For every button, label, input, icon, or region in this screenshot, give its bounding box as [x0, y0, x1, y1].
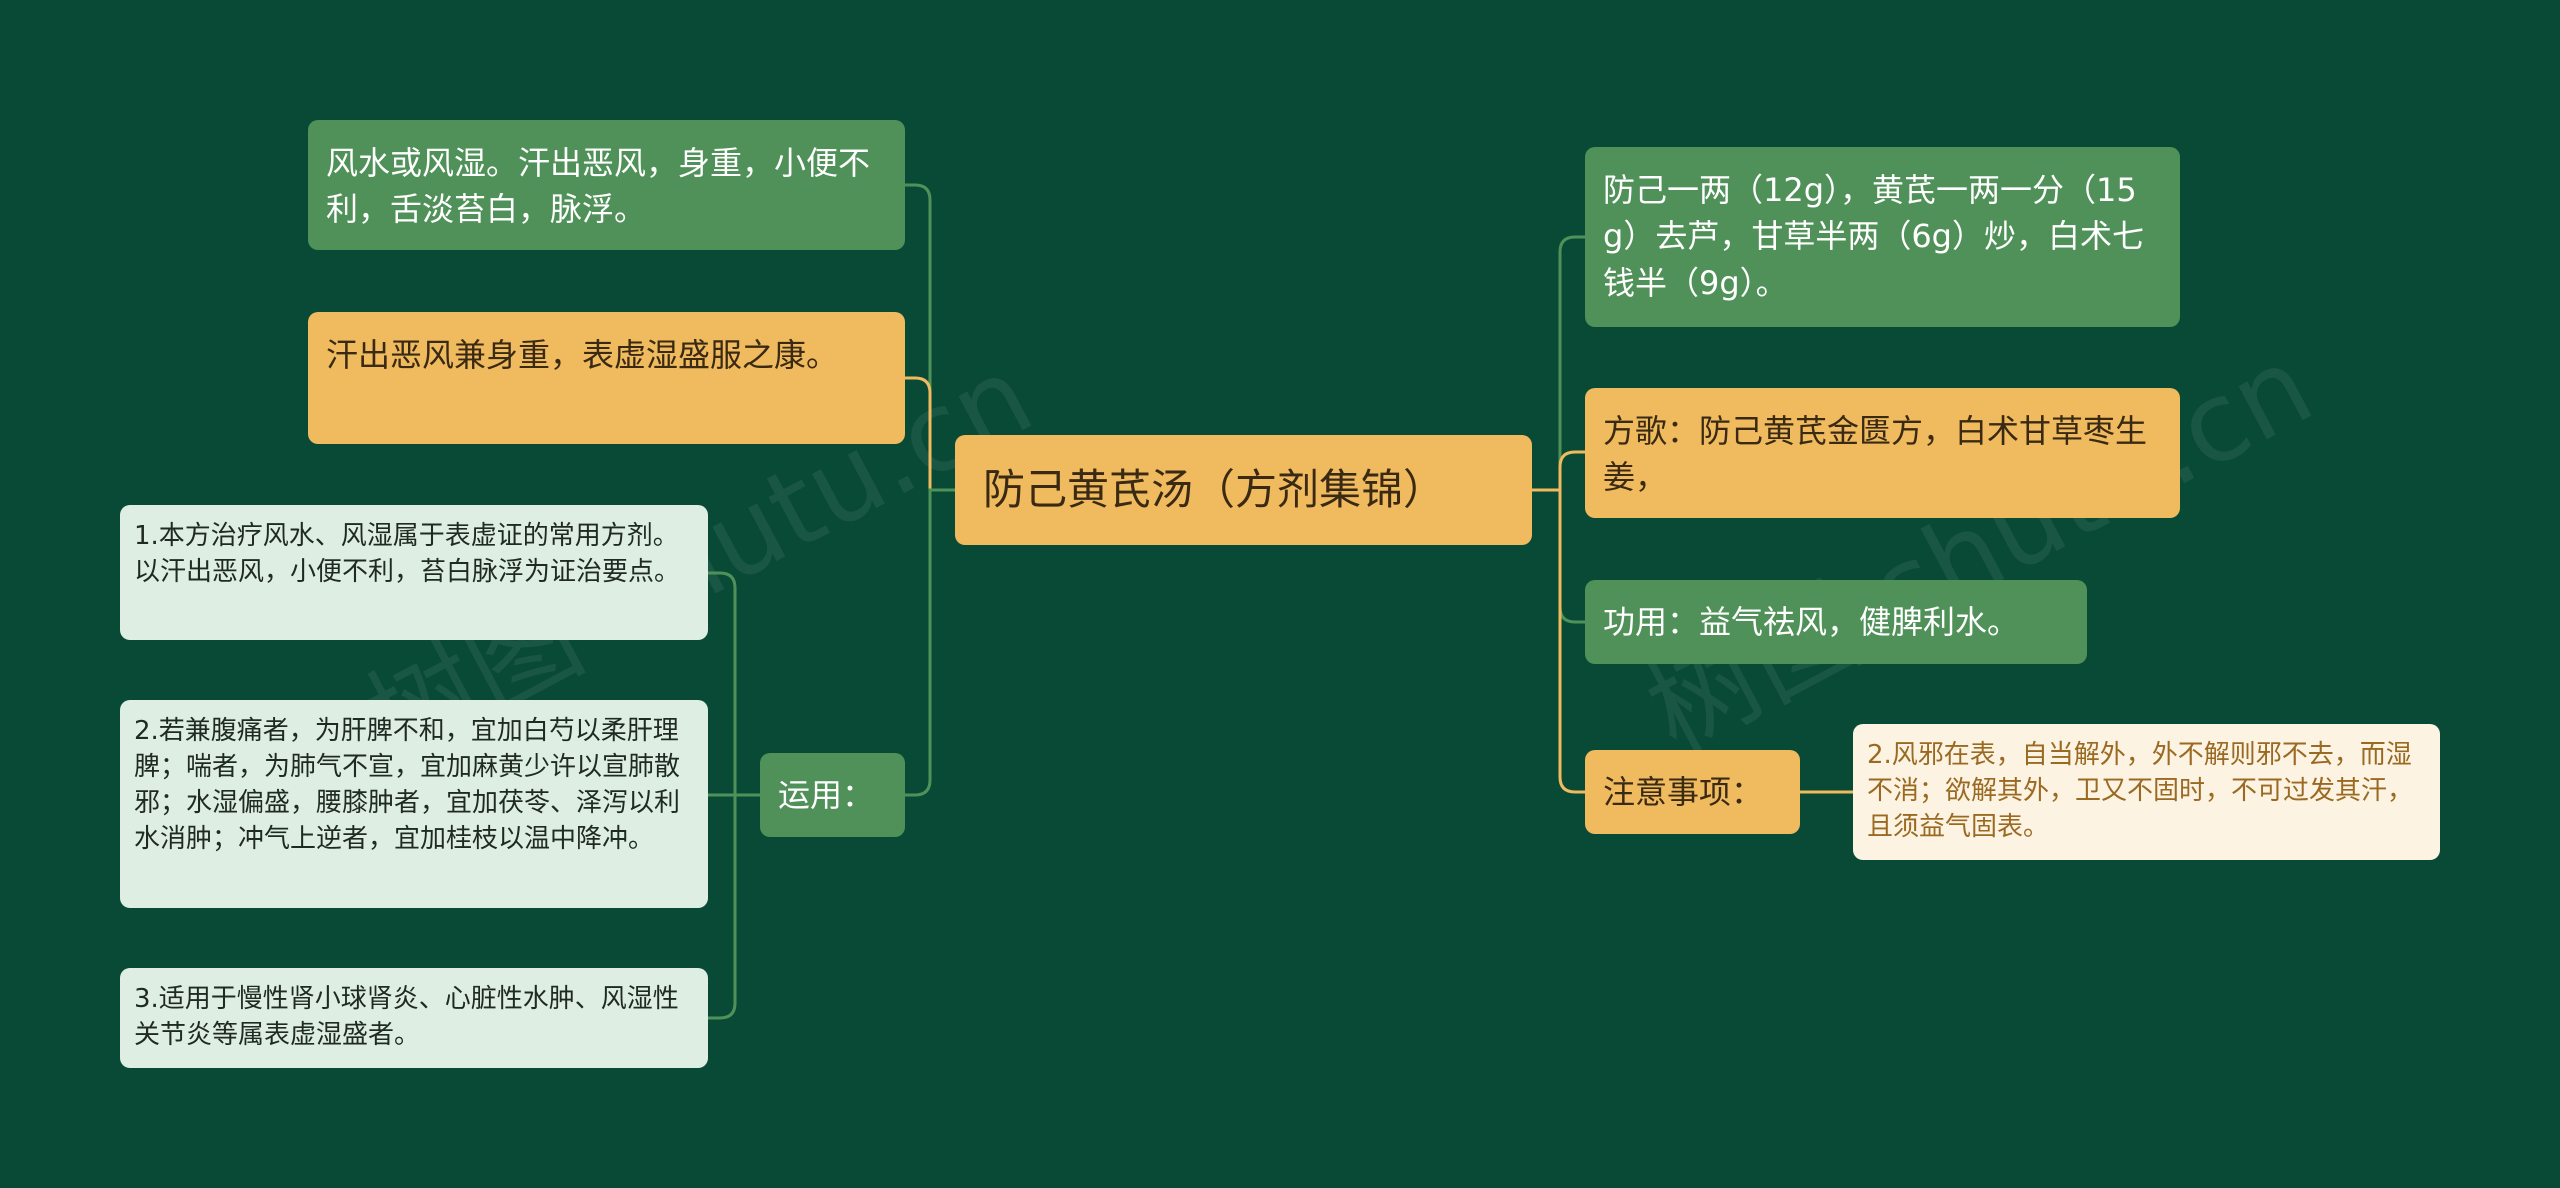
- link-root-song: [1532, 450, 1585, 492]
- link-root-notes: [1532, 488, 1585, 794]
- branch-composition[interactable]: 防己一两（12g），黄芪一两一分（15g）去芦，甘草半两（6g）炒，白术七钱半（…: [1585, 147, 2180, 327]
- link-root-indications: [905, 183, 955, 492]
- branch-function[interactable]: 功用：益气祛风，健脾利水。: [1585, 580, 2087, 664]
- link-usage-item1: [708, 571, 760, 797]
- branch-indications[interactable]: 风水或风湿。汗出恶风，身重，小便不利，舌淡苔白，脉浮。: [308, 120, 905, 250]
- link-usage-item3: [708, 793, 760, 1020]
- link-root-usage: [905, 488, 955, 797]
- notes-item[interactable]: 2.风邪在表，自当解外，外不解则邪不去，而湿不消；欲解其外，卫又不固时，不可过发…: [1853, 724, 2440, 860]
- usage-item-3[interactable]: 3.适用于慢性肾小球肾炎、心脏性水肿、风湿性关节炎等属表虚湿盛者。: [120, 968, 708, 1068]
- branch-pathogenesis[interactable]: 汗出恶风兼身重，表虚湿盛服之康。: [308, 312, 905, 444]
- link-root-pathogenesis: [905, 376, 955, 492]
- branch-notes[interactable]: 注意事项：: [1585, 750, 1800, 834]
- branch-usage[interactable]: 运用：: [760, 753, 905, 837]
- root-topic[interactable]: 防己黄芪汤（方剂集锦）: [955, 435, 1532, 545]
- branch-formula-song[interactable]: 方歌：防己黄芪金匮方，白术甘草枣生姜，: [1585, 388, 2180, 518]
- usage-item-1[interactable]: 1.本方治疗风水、风湿属于表虚证的常用方剂。以汗出恶风，小便不利，苔白脉浮为证治…: [120, 505, 708, 640]
- usage-item-2[interactable]: 2.若兼腹痛者，为肝脾不和，宜加白芍以柔肝理脾；喘者，为肺气不宣，宜加麻黄少许以…: [120, 700, 708, 908]
- link-root-composition: [1532, 235, 1585, 492]
